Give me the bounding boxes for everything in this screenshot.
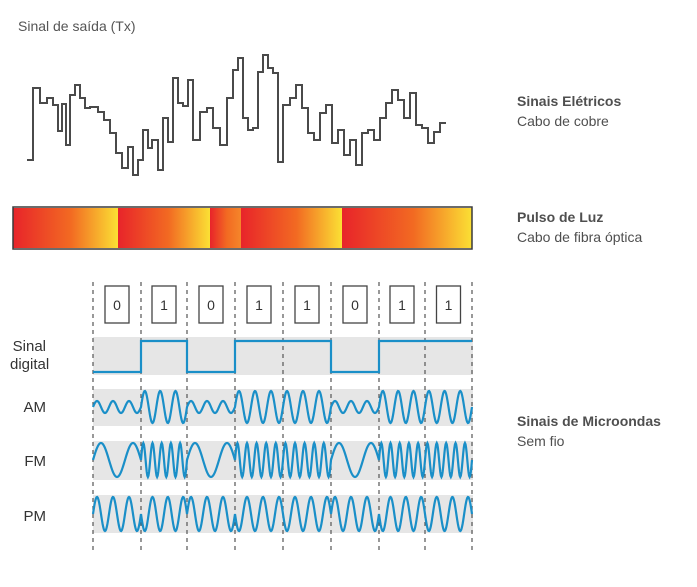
microwave-label: Sinais de Microondas Sem fio — [517, 413, 661, 449]
bit-value: 1 — [445, 297, 453, 313]
optical-title: Pulso de Luz — [517, 209, 604, 225]
bit-value: 1 — [398, 297, 406, 313]
electrical-label: Sinais Elétricos Cabo de cobre — [517, 93, 621, 129]
bit-boxes: 0 1 0 1 1 0 1 1 — [104, 285, 462, 324]
microwave-subtitle: Sem fio — [517, 433, 565, 449]
am-wave — [91, 389, 474, 425]
bit-box — [198, 285, 224, 324]
electrical-subtitle: Cabo de cobre — [517, 113, 609, 129]
microwave-title: Sinais de Microondas — [517, 413, 661, 429]
fm-label: FM — [24, 453, 46, 470]
digital-signal-label-line2: digital — [10, 356, 50, 373]
digital-signal-label-line1: Sinal — [12, 338, 46, 355]
light-pulse-segment — [13, 208, 118, 248]
bit-value: 1 — [303, 297, 311, 313]
bit-box — [389, 285, 415, 324]
light-pulse-segment — [342, 208, 472, 248]
bit-box — [151, 285, 177, 324]
light-pulse-segment — [118, 208, 210, 248]
bit-value: 0 — [351, 297, 359, 313]
bit-value: 1 — [160, 297, 168, 313]
optical-subtitle: Cabo de fibra óptica — [517, 229, 643, 245]
output-signal-caption: Sinal de saída (Tx) — [18, 18, 136, 34]
pm-wave — [91, 495, 474, 533]
bit-box — [294, 285, 320, 324]
bit-box — [342, 285, 368, 324]
light-pulse-border — [12, 206, 473, 250]
electrical-title: Sinais Elétricos — [517, 93, 622, 109]
digital-signal-label: Sinal digital — [10, 338, 50, 374]
optical-label: Pulso de Luz Cabo de fibra óptica — [517, 209, 642, 245]
fm-wave — [91, 440, 474, 480]
electrical-signal-trace — [27, 54, 446, 176]
bit-box — [246, 285, 272, 324]
pm-label: PM — [23, 508, 47, 525]
light-pulse-segment — [210, 208, 241, 248]
light-pulse-bar — [13, 208, 472, 248]
bit-value: 0 — [113, 297, 121, 313]
digital-signal-trace — [93, 339, 472, 374]
bit-value: 0 — [207, 297, 215, 313]
bit-box — [435, 285, 462, 324]
bit-value: 1 — [255, 297, 263, 313]
light-pulse-segment — [241, 208, 342, 248]
bit-box — [104, 285, 130, 324]
am-label: AM — [23, 399, 47, 416]
